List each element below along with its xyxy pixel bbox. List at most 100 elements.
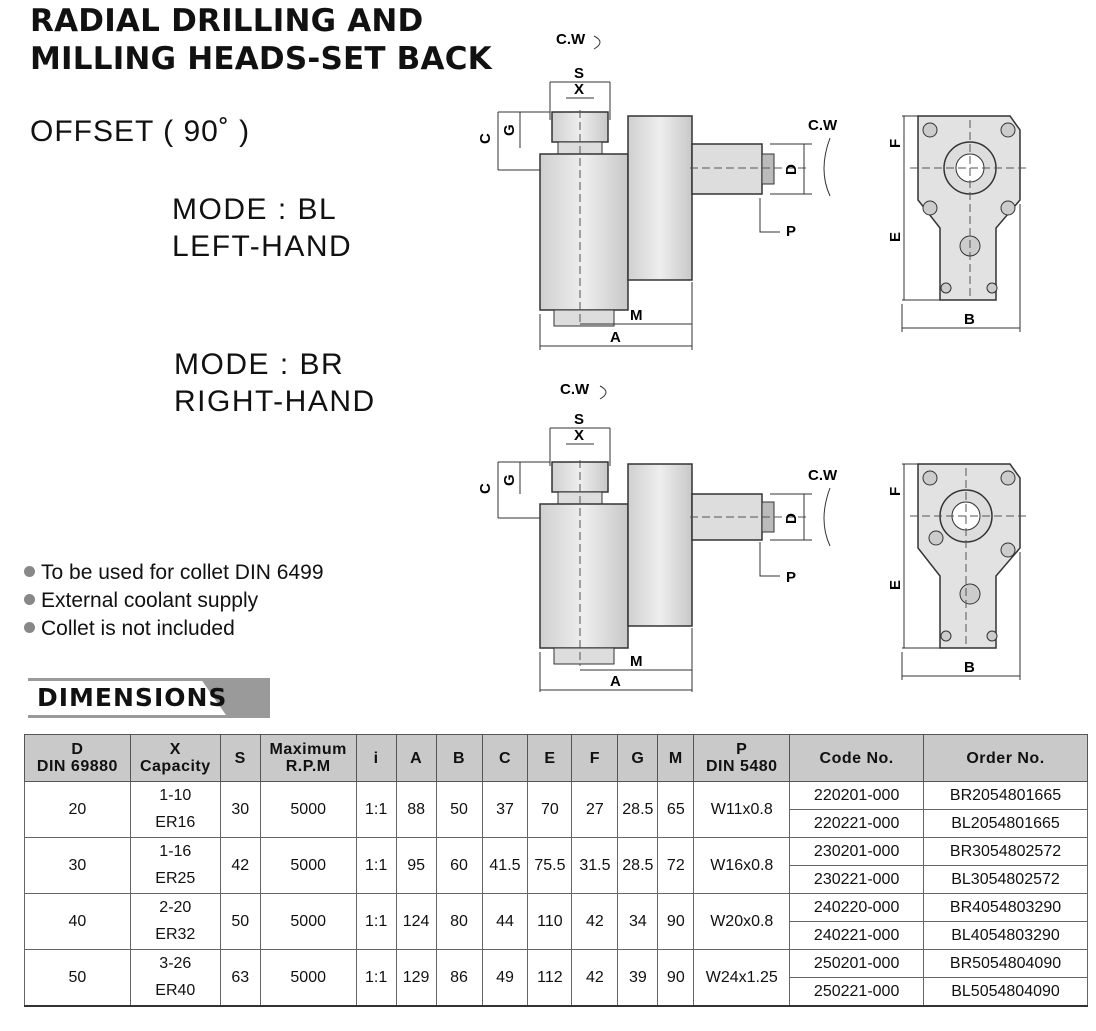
dim-b-label: B bbox=[964, 659, 975, 676]
column-header: B bbox=[435, 734, 483, 782]
table-cell: 50 bbox=[435, 781, 483, 838]
table-cell: 240221-000 bbox=[789, 921, 925, 950]
page-title: RADIAL DRILLING AND MILLING HEADS-SET BA… bbox=[30, 2, 492, 78]
table-cell: 44 bbox=[481, 893, 529, 950]
feature-item: Collet is not included bbox=[24, 617, 235, 641]
column-header: F bbox=[571, 734, 619, 782]
table-cell: 124 bbox=[395, 893, 437, 950]
dim-c-label: C bbox=[477, 133, 494, 144]
bullet-icon bbox=[24, 566, 35, 577]
table-cell: 40 bbox=[24, 893, 131, 950]
table-cell: 90 bbox=[657, 893, 695, 950]
table-cell: 31.5 bbox=[571, 837, 619, 894]
table-cell: BR5054804090 bbox=[923, 949, 1088, 978]
table-cell: 129 bbox=[395, 949, 437, 1007]
dim-p-label: P bbox=[786, 569, 796, 586]
table-cell: ER40 bbox=[129, 977, 221, 1007]
table-cell: 49 bbox=[481, 949, 529, 1007]
feature-item: To be used for collet DIN 6499 bbox=[24, 561, 324, 585]
table-cell: 28.5 bbox=[617, 781, 659, 838]
table-cell: 1-10 bbox=[129, 781, 221, 810]
table-cell: 60 bbox=[435, 837, 483, 894]
table-cell: 39 bbox=[617, 949, 659, 1007]
table-cell: 80 bbox=[435, 893, 483, 950]
dim-f-label: F bbox=[887, 487, 904, 496]
table-cell: 63 bbox=[219, 949, 261, 1007]
dim-g-label: G bbox=[501, 124, 518, 136]
dim-s-label: S bbox=[574, 65, 584, 82]
dimensions-header: DIMENSIONS bbox=[28, 678, 270, 718]
dim-b-label: B bbox=[964, 311, 975, 328]
table-cell: ER25 bbox=[129, 865, 221, 894]
dim-p-label: P bbox=[786, 223, 796, 240]
table-cell: 50 bbox=[219, 893, 261, 950]
rotation-arrow-icon bbox=[823, 137, 831, 197]
table-cell: 65 bbox=[657, 781, 695, 838]
bullet-icon bbox=[24, 622, 35, 633]
title-line-1: RADIAL DRILLING AND bbox=[30, 3, 424, 39]
dim-c-label: C bbox=[477, 483, 494, 494]
dimensions-label: DIMENSIONS bbox=[37, 683, 228, 712]
dim-s-label: S bbox=[574, 411, 584, 428]
table-cell: BR2054801665 bbox=[923, 781, 1088, 810]
mode-bl-line-2: LEFT-HAND bbox=[172, 230, 353, 263]
dim-a-label: A bbox=[610, 673, 621, 690]
table-cell: BL4054803290 bbox=[923, 921, 1088, 950]
offset-label: OFFSET ( 90˚ ) bbox=[30, 115, 251, 148]
table-cell: 5000 bbox=[259, 837, 357, 894]
column-header: C bbox=[481, 734, 529, 782]
table-cell: 240220-000 bbox=[789, 893, 925, 922]
bullet-icon bbox=[24, 594, 35, 605]
table-cell: 34 bbox=[617, 893, 659, 950]
rotation-arrow-icon bbox=[593, 35, 601, 50]
column-header: E bbox=[527, 734, 573, 782]
table-cell: BL2054801665 bbox=[923, 809, 1088, 838]
table-cell: 50 bbox=[24, 949, 131, 1007]
table-cell: BR4054803290 bbox=[923, 893, 1088, 922]
table-cell: 30 bbox=[219, 781, 261, 838]
cw-shank-label: C.W bbox=[808, 467, 838, 484]
rotation-arrow-icon bbox=[823, 487, 831, 547]
column-header: G bbox=[617, 734, 659, 782]
table-cell: 90 bbox=[657, 949, 695, 1007]
dim-d-label: D bbox=[783, 513, 800, 524]
table-cell: BL3054802572 bbox=[923, 865, 1088, 894]
dim-e-label: E bbox=[887, 232, 904, 242]
table-cell: 2-20 bbox=[129, 893, 221, 922]
table-cell: 37 bbox=[481, 781, 529, 838]
table-cell: ER16 bbox=[129, 809, 221, 838]
table-cell: BR3054802572 bbox=[923, 837, 1088, 866]
table-cell: BL5054804090 bbox=[923, 977, 1088, 1007]
mode-br-line-2: RIGHT-HAND bbox=[174, 385, 376, 418]
table-cell: ER32 bbox=[129, 921, 221, 950]
column-header: Code No. bbox=[789, 734, 925, 782]
table-cell: 30 bbox=[24, 837, 131, 894]
title-line-2: MILLING HEADS-SET BACK bbox=[30, 41, 492, 77]
table-cell: 230221-000 bbox=[789, 865, 925, 894]
table-cell: 1:1 bbox=[355, 781, 397, 838]
dim-m-label: M bbox=[630, 307, 643, 324]
column-header: A bbox=[395, 734, 437, 782]
table-cell: 112 bbox=[527, 949, 573, 1007]
table-cell: 95 bbox=[395, 837, 437, 894]
front-view-br: F E B bbox=[887, 463, 1030, 680]
table-cell: 41.5 bbox=[481, 837, 529, 894]
table-cell: 110 bbox=[527, 893, 573, 950]
table-cell: W11x0.8 bbox=[693, 781, 791, 838]
front-view-bl: F E B bbox=[887, 115, 1030, 332]
table-cell: 3-26 bbox=[129, 949, 221, 978]
table-cell: 86 bbox=[435, 949, 483, 1007]
table-cell: 1:1 bbox=[355, 949, 397, 1007]
column-header: M bbox=[657, 734, 695, 782]
table-cell: 1:1 bbox=[355, 893, 397, 950]
mode-br-line-1: MODE : BR bbox=[174, 348, 345, 381]
dim-f-label: F bbox=[887, 139, 904, 148]
table-cell: 28.5 bbox=[617, 837, 659, 894]
